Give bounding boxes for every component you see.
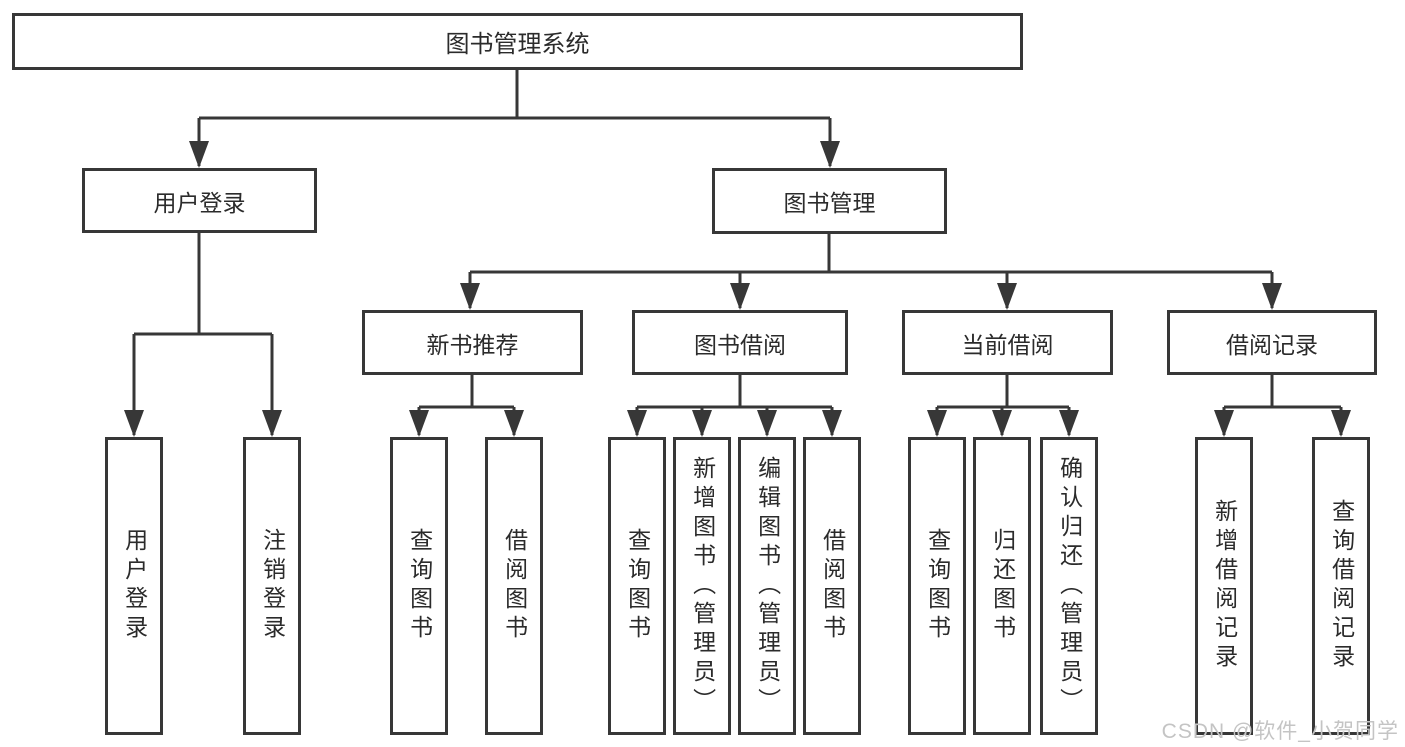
leaf-label: 编辑图书（管理员） — [754, 455, 781, 717]
arrowhead — [1214, 410, 1234, 437]
connector-book-mgmt-to-level3 — [468, 234, 1274, 308]
arrowheads — [124, 141, 1351, 437]
leaf-query-books-recommend: 查询图书 — [390, 437, 448, 735]
leaf-label: 查询图书 — [406, 528, 433, 644]
arrowhead — [927, 410, 947, 437]
arrowhead — [504, 410, 524, 437]
leaf-add-books-admin: 新增图书（管理员） — [673, 437, 731, 735]
node-borrow-records: 借阅记录 — [1167, 310, 1377, 375]
leaf-borrow-books-recommend: 借阅图书 — [485, 437, 543, 735]
leaf-edit-books-admin: 编辑图书（管理员） — [738, 437, 796, 735]
leaf-label: 注销登录 — [259, 528, 286, 644]
node-user-login: 用户登录 — [82, 168, 317, 233]
node-label: 图书借阅 — [694, 331, 786, 358]
leaf-label: 借阅图书 — [501, 528, 528, 644]
leaf-label: 确认归还（管理员） — [1056, 455, 1083, 717]
arrowhead — [822, 410, 842, 437]
leaf-label: 用户登录 — [121, 528, 148, 644]
node-root-library-system: 图书管理系统 — [12, 13, 1023, 70]
node-label: 新书推荐 — [426, 331, 519, 358]
node-label: 当前借阅 — [961, 331, 1054, 358]
leaf-confirm-return-admin: 确认归还（管理员） — [1040, 437, 1098, 735]
leaf-label: 归还图书 — [989, 528, 1016, 644]
connector-records-to-leaves — [1222, 375, 1343, 435]
leaf-query-borrow-record: 查询借阅记录 — [1312, 437, 1370, 735]
arrowhead — [124, 410, 144, 437]
leaf-query-books-borrow: 查询图书 — [608, 437, 666, 735]
leaf-user-login: 用户登录 — [105, 437, 163, 735]
node-label: 图书管理 — [783, 190, 876, 216]
arrowhead — [1262, 283, 1282, 310]
arrowhead — [262, 410, 282, 437]
node-label: 用户登录 — [153, 189, 246, 216]
arrowhead — [1059, 410, 1079, 437]
leaf-label: 新增图书（管理员） — [689, 455, 716, 717]
connector-borrow-to-leaves — [635, 375, 834, 435]
node-label: 借阅记录 — [1226, 331, 1318, 358]
arrowhead — [692, 410, 712, 437]
leaf-label: 新增借阅记录 — [1211, 499, 1238, 673]
connector-root-to-level2 — [197, 70, 832, 166]
arrowhead — [997, 283, 1017, 310]
arrowhead — [757, 410, 777, 437]
leaf-add-borrow-record: 新增借阅记录 — [1195, 437, 1253, 735]
leaf-label: 查询借阅记录 — [1328, 499, 1355, 673]
connector-new-rec-to-leaves — [417, 375, 516, 435]
node-new-book-recommend: 新书推荐 — [362, 310, 583, 375]
leaf-label: 借阅图书 — [819, 528, 846, 644]
csdn-watermark: CSDN @软件_小贺同学 — [1161, 720, 1399, 743]
node-book-management: 图书管理 — [712, 168, 947, 234]
leaf-label: 查询图书 — [924, 528, 951, 644]
leaf-return-books: 归还图书 — [973, 437, 1031, 735]
leaf-label: 查询图书 — [624, 528, 651, 644]
leaf-query-books-current: 查询图书 — [908, 437, 966, 735]
arrowhead — [189, 141, 209, 168]
arrowhead — [627, 410, 647, 437]
leaf-borrow-books: 借阅图书 — [803, 437, 861, 735]
node-book-borrow: 图书借阅 — [632, 310, 848, 375]
arrowhead — [730, 283, 750, 310]
node-current-borrow: 当前借阅 — [902, 310, 1113, 375]
arrowhead — [992, 410, 1012, 437]
leaf-logout: 注销登录 — [243, 437, 301, 735]
connector-user-login-to-leaves — [132, 233, 274, 435]
arrowhead — [820, 141, 840, 168]
arrowhead — [409, 410, 429, 437]
arrowhead — [1331, 410, 1351, 437]
node-label: 图书管理系统 — [445, 31, 590, 58]
arrowhead — [460, 283, 480, 310]
